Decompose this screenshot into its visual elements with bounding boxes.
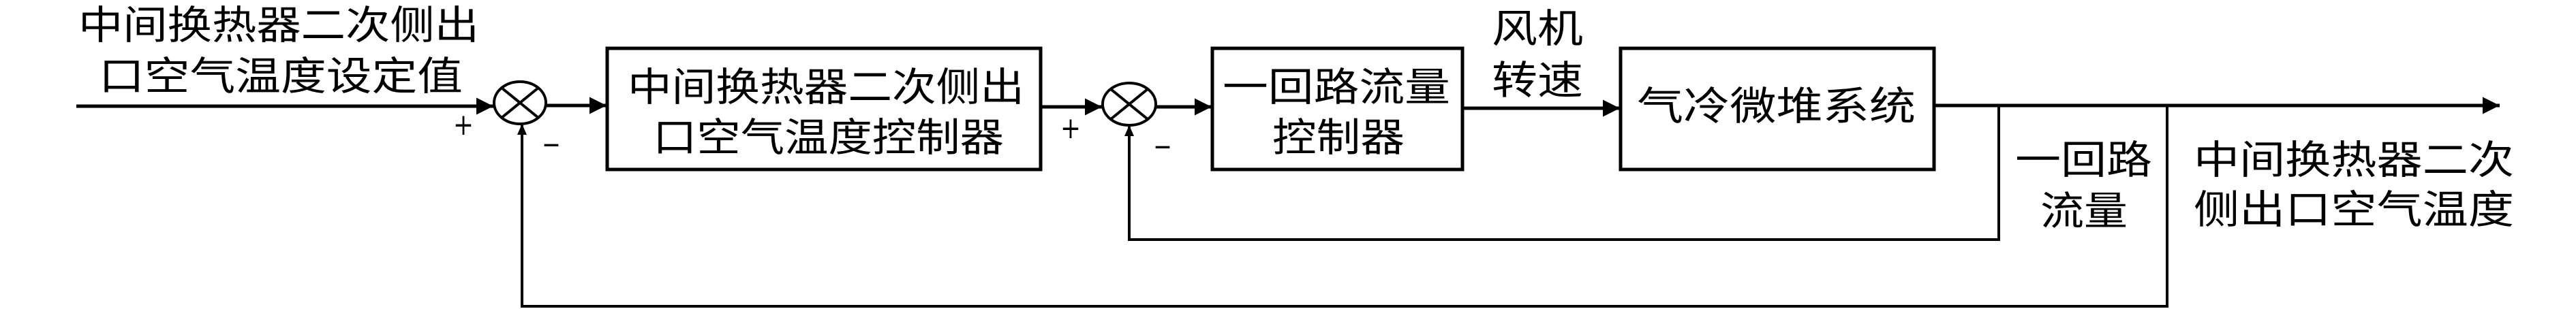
temperature-feedback-line — [521, 105, 2168, 308]
setpoint-label-line2: 口空气温度设定值 — [99, 53, 463, 99]
summing-junction-1 — [493, 80, 547, 125]
primary-flow-label-line1: 一回路 — [2015, 137, 2152, 183]
fan-speed-label-line1: 风机 — [1492, 5, 1583, 52]
summing-junction-2 — [1101, 82, 1157, 127]
primary-flow-feedback-arrowhead — [1124, 125, 1134, 136]
sum2-minus-sign: - — [1153, 128, 1172, 163]
output-label-line2: 侧出口空气温度 — [2194, 186, 2514, 233]
temperature-feedback-arrowhead — [517, 124, 527, 135]
plant-label: 气冷微堆系统 — [1637, 83, 1916, 129]
primary-flow-controller-block — [1210, 46, 1465, 172]
output-label-line1: 中间换热器二次 — [2194, 137, 2514, 183]
gas-cooled-microreactor-system-block — [1619, 46, 1936, 172]
primary-flow-label-line2: 流量 — [2040, 188, 2128, 234]
outer-controller-label-line1: 中间换热器二次侧出 — [628, 64, 1024, 110]
sum2-plus-sign: + — [1060, 111, 1081, 146]
primary-flow-feedback-line — [1128, 105, 2000, 241]
fan-speed-label-line2: 转速 — [1492, 57, 1583, 103]
inner-controller-label-line2: 控制器 — [1272, 114, 1405, 161]
outer-controller-label-line2: 口空气温度控制器 — [653, 114, 1004, 161]
sum1-plus-sign: + — [453, 108, 474, 142]
inner-controller-label-line1: 一回路流量 — [1223, 64, 1450, 110]
sum1-minus-sign: - — [542, 126, 561, 161]
setpoint-label-line1: 中间换热器二次侧出 — [78, 2, 479, 48]
outer-temperature-controller-block — [605, 46, 1043, 172]
